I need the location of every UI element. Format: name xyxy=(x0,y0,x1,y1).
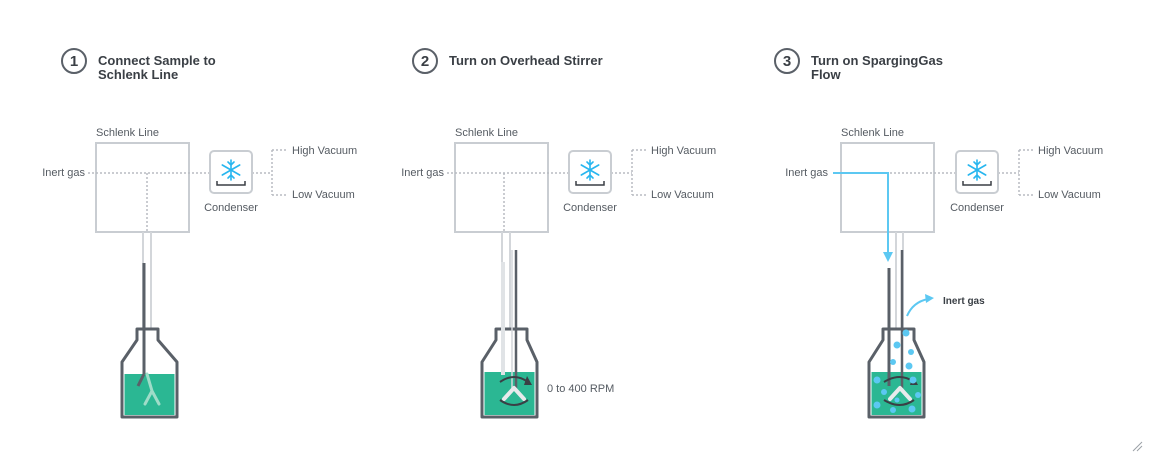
schlenk-line-label: Schlenk Line xyxy=(455,127,518,139)
outlet-arrowhead xyxy=(925,294,934,303)
step-title-line1: Turn on SpargingGas Flow xyxy=(811,53,943,82)
outlet-inert-gas-label: Inert gas xyxy=(943,296,985,307)
condenser-label: Condenser xyxy=(204,202,258,214)
inert-gas-label: Inert gas xyxy=(785,167,828,179)
step-title: Connect Sample to Schlenk Line xyxy=(98,54,258,82)
condenser-tray xyxy=(216,181,246,186)
high-vacuum-label: High Vacuum xyxy=(651,145,716,157)
inert-gas-label: Inert gas xyxy=(42,167,85,179)
gas-flow-arrowhead xyxy=(883,252,893,262)
rpm-label: 0 to 400 RPM xyxy=(547,383,614,395)
high-vacuum-label: High Vacuum xyxy=(292,145,357,157)
inert-gas-label: Inert gas xyxy=(401,167,444,179)
step-2-header: 2 Turn on Overhead Stirrer xyxy=(412,48,609,74)
stirrer-icon xyxy=(143,372,161,406)
step-1-header: 1 Connect Sample to Schlenk Line xyxy=(61,48,258,82)
gas-needle-tip xyxy=(136,373,146,387)
stirrer-icon xyxy=(502,386,526,401)
step-number-badge: 1 xyxy=(61,48,87,74)
resize-grip-icon[interactable] xyxy=(1131,440,1143,452)
snowflake-icon xyxy=(580,159,600,181)
step-title-line2: Schlenk Line xyxy=(98,67,179,82)
schlenk-line-box xyxy=(95,142,190,233)
gas-bubble-icon xyxy=(873,329,921,413)
step-title-line1: Connect Sample to xyxy=(98,53,216,68)
snowflake-icon xyxy=(221,159,241,181)
condenser-tray xyxy=(575,181,605,186)
rotation-arrowhead xyxy=(524,376,532,385)
rotation-arrow-lower xyxy=(499,399,529,406)
stirrer-icon xyxy=(888,386,912,401)
low-vacuum-label: Low Vacuum xyxy=(651,189,714,201)
condenser-label: Condenser xyxy=(950,202,1004,214)
snowflake-icon xyxy=(967,159,987,181)
rotation-arrow-lower xyxy=(883,399,915,406)
step-1-diagram: Schlenk Line Inert gas High Vacuum Low V… xyxy=(42,127,357,419)
step-number-badge: 2 xyxy=(412,48,438,74)
step-title-line1: Turn on Overhead Stirrer xyxy=(449,53,603,68)
condenser-tray xyxy=(962,181,992,186)
outlet-arrow xyxy=(906,298,929,317)
step-title: Turn on SpargingGas Flow xyxy=(811,54,971,82)
step-title: Turn on Overhead Stirrer xyxy=(449,54,609,68)
schlenk-line-label: Schlenk Line xyxy=(96,127,159,139)
low-vacuum-label: Low Vacuum xyxy=(292,189,355,201)
step-2-diagram: Schlenk Line Inert gas High Vacuum Low V… xyxy=(401,127,716,419)
schlenk-line-box xyxy=(454,142,549,233)
schlenk-line-label: Schlenk Line xyxy=(841,127,904,139)
step-3-header: 3 Turn on SpargingGas Flow xyxy=(774,48,971,82)
condenser-label: Condenser xyxy=(563,202,617,214)
step-number-badge: 3 xyxy=(774,48,800,74)
low-vacuum-label: Low Vacuum xyxy=(1038,189,1101,201)
step-3-diagram: Schlenk Line Inert gas High Vacuum Low V… xyxy=(785,127,1103,419)
gas-flow-path xyxy=(833,172,889,258)
high-vacuum-label: High Vacuum xyxy=(1038,145,1103,157)
